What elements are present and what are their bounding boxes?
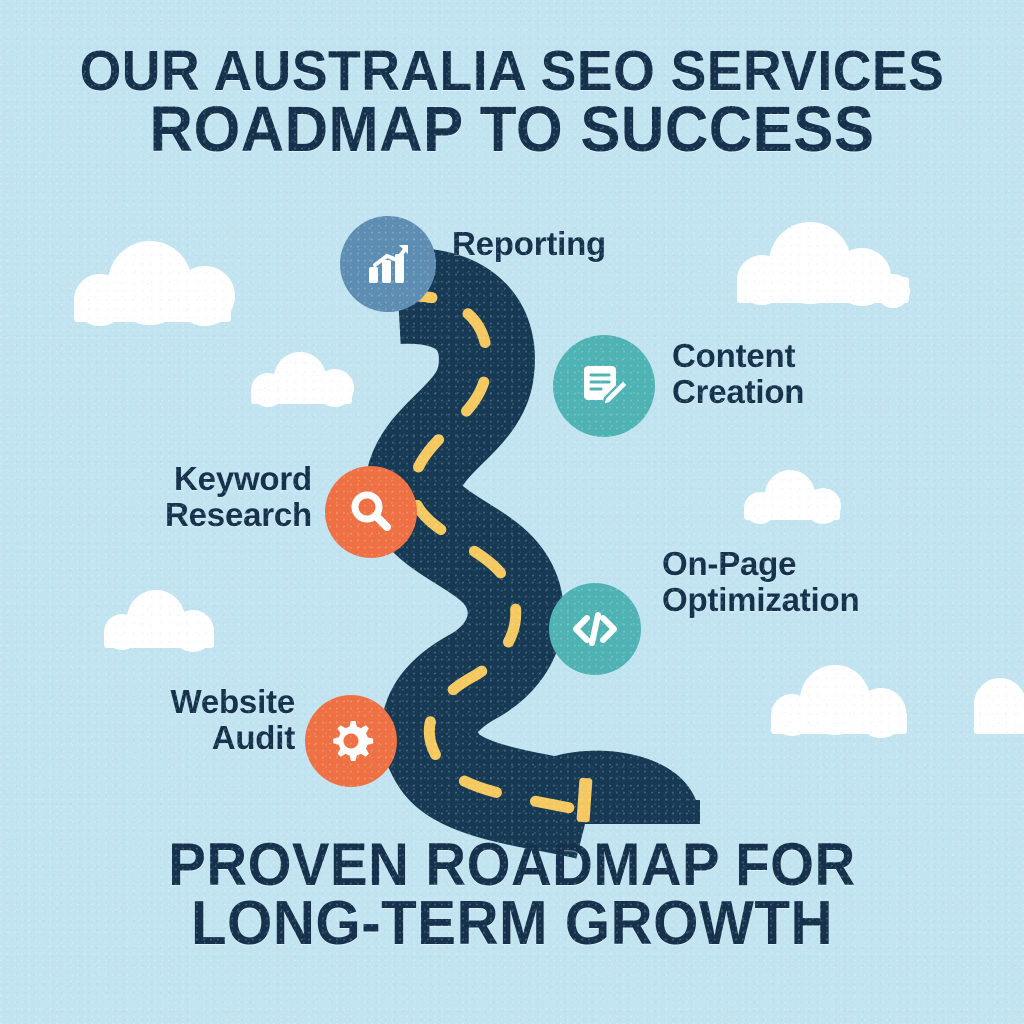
cloud-shape: [104, 590, 214, 652]
step-badge-on-page-optimization[interactable]: [549, 583, 641, 675]
footer-line-2: LONG-TERM GROWTH: [190, 888, 834, 958]
code-brackets-icon: [573, 612, 617, 646]
step-label-reporting: Reporting: [452, 225, 607, 262]
footer-tagline: PROVEN ROADMAP FOR LONG-TERM GROWTH: [0, 831, 1024, 958]
magnifier-icon: [351, 491, 391, 531]
step-badge-keyword-research[interactable]: [325, 466, 417, 558]
cloud-shape: [251, 352, 354, 407]
step-label-keyword-research: Keyword Research: [165, 460, 312, 533]
step-label-website-audit: Website Audit: [170, 683, 295, 756]
step-label-content-creation: Content Creation: [672, 337, 805, 410]
page-title: OUR AUSTRALIA SEO SERVICES ROADMAP TO SU…: [0, 39, 1024, 165]
gear-icon: [333, 721, 374, 761]
step-badge-website-audit[interactable]: [305, 695, 397, 787]
footer-line-1: PROVEN ROADMAP FOR: [168, 831, 856, 898]
bar-chart-growth-icon: [369, 245, 408, 283]
cloud-shape: [744, 470, 841, 524]
step-badge-reporting[interactable]: [340, 216, 436, 312]
title-line-2: ROADMAP TO SUCCESS: [149, 92, 875, 165]
document-pencil-icon: [584, 366, 630, 407]
step-badge-content-creation[interactable]: [553, 335, 655, 437]
cloud-shape: [974, 678, 1024, 734]
title-line-1: OUR AUSTRALIA SEO SERVICES: [79, 39, 945, 103]
step-label-on-page-optimization: On-Page Optimization: [662, 545, 860, 618]
cloud-shape: [737, 222, 910, 308]
cloud-shape: [771, 665, 907, 738]
cloud-shape: [74, 241, 235, 326]
